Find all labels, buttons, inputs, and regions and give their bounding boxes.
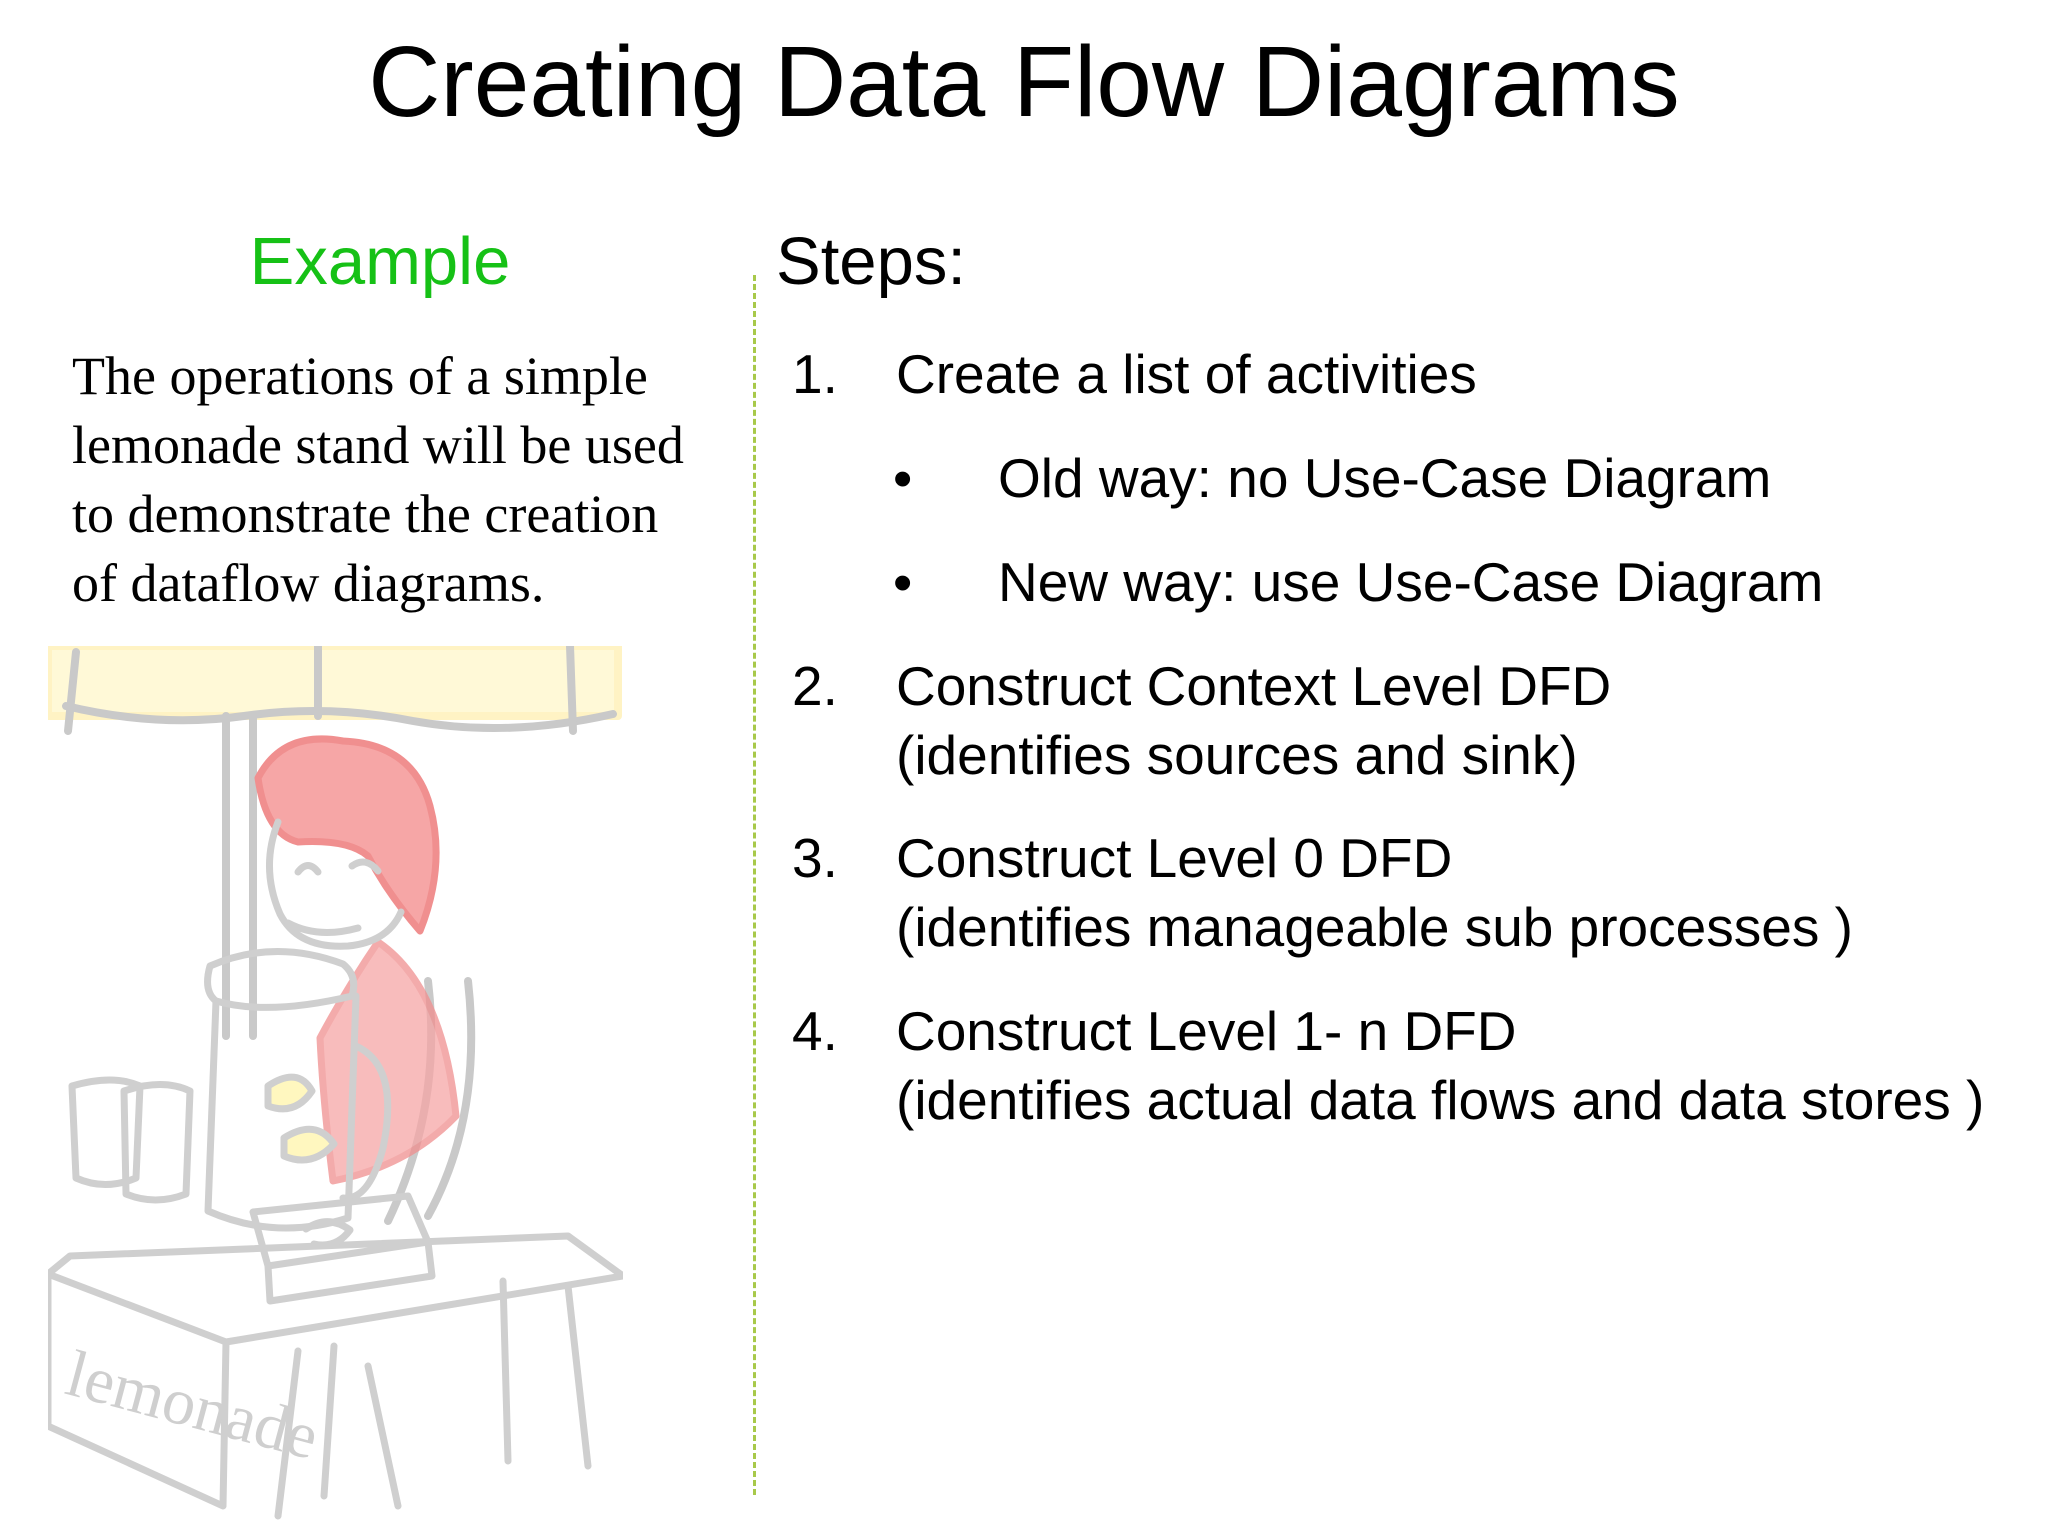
step-number: 1. bbox=[792, 343, 838, 405]
step-detail: (identifies actual data flows and data s… bbox=[896, 1069, 1985, 1131]
example-line: of dataflow diagrams. bbox=[72, 553, 545, 613]
example-line: The operations of a simple bbox=[72, 346, 648, 406]
slide-title: Creating Data Flow Diagrams bbox=[368, 26, 1680, 138]
bullet-icon: • bbox=[893, 551, 913, 613]
step-text: Construct Context Level DFD bbox=[896, 655, 1612, 717]
lemonade-stand-illustration: lemonade bbox=[44, 642, 627, 1526]
step-bullet-text: New way: use Use-Case Diagram bbox=[998, 551, 1824, 613]
step-number: 2. bbox=[792, 655, 838, 717]
example-line: to demonstrate the creation bbox=[72, 484, 659, 544]
step-detail: (identifies sources and sink) bbox=[896, 724, 1578, 786]
step-text: Construct Level 1- n DFD bbox=[896, 1000, 1517, 1062]
step-number: 3. bbox=[792, 827, 838, 889]
lemonade-stand-svg: lemonade bbox=[44, 642, 627, 1520]
example-line: lemonade stand will be used bbox=[72, 415, 684, 475]
bullet-icon: • bbox=[893, 447, 913, 509]
example-heading: Example bbox=[249, 224, 511, 299]
example-description: The operations of a simple lemonade stan… bbox=[72, 342, 752, 618]
step-number: 4. bbox=[792, 1000, 838, 1062]
column-divider bbox=[753, 275, 756, 1495]
step-text: Create a list of activities bbox=[896, 343, 1477, 405]
step-text: Construct Level 0 DFD bbox=[896, 827, 1453, 889]
lemonade-sign-text: lemonade bbox=[59, 1337, 326, 1474]
step-bullet-text: Old way: no Use-Case Diagram bbox=[998, 447, 1772, 509]
step-detail: (identifies manageable sub processes ) bbox=[896, 896, 1853, 958]
steps-heading: Steps: bbox=[776, 224, 966, 299]
